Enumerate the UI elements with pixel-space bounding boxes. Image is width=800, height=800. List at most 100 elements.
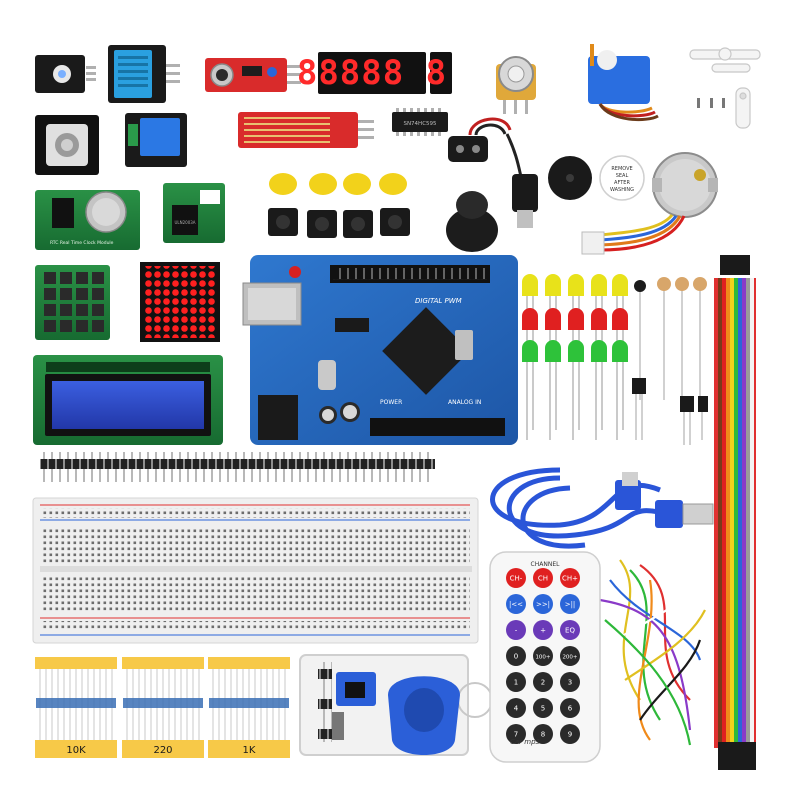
button-caps-yellow [269,173,407,195]
remote-key: |<< [506,594,526,614]
photoresistors [634,277,707,400]
remote-key: EQ [560,620,580,640]
remote-key: 6 [560,698,580,718]
remote-key-label: >>| [536,601,550,609]
remote-key-button [533,672,553,692]
led-assortment [522,274,628,440]
seg-digits: 88888 8 [297,53,447,93]
board-analog-label: ANALOG IN [448,399,481,406]
remote-key-label: - [515,627,518,635]
remote-key: 1 [506,672,526,692]
remote-key-label: CH+ [562,575,578,583]
remote-key: 8 [533,724,553,744]
remote-key: 3 [560,672,580,692]
battery-clip-cable [448,117,538,228]
remote-key-label: 2 [541,679,545,687]
rfid-key-tag [388,676,493,755]
lcd-1602-module [33,355,223,445]
driver-chip-label: ULN2003A [174,220,195,225]
res-1k-label: 1K [243,745,256,756]
remote-key-button [506,672,526,692]
remote-key-label: >|| [565,601,576,609]
remote-key-label: 9 [568,731,572,739]
usb-cable [490,467,671,549]
remote-key-label: + [540,627,546,635]
keypad-4x4-module [35,265,110,340]
remote-key-button [533,620,553,640]
remote-key-label: 5 [541,705,545,713]
dot-matrix-8x8 [140,262,220,342]
remote-key-button [560,620,580,640]
sticker-line1: REMOVE [611,166,632,172]
remote-key: CH- [506,568,526,588]
tactile-push-buttons [268,208,410,238]
remote-key-button [560,568,580,588]
rtc-label: RTC Real Time Clock Module [50,240,114,246]
usb-a-plug [655,500,714,528]
ir-receiver-transistors [632,378,708,445]
remote-key: 5 [533,698,553,718]
remote-key-label: 100+ [535,655,550,661]
rtc-module: RTC Real Time Clock Module [35,190,140,250]
joystick-module [35,115,99,175]
shift-register-chip: SN74HC595 [392,108,448,136]
remote-key: 200+ [560,646,580,666]
remote-key-button [506,724,526,744]
remote-key-button [506,698,526,718]
remote-key-button [560,646,580,666]
seven-segment-display: 88888 8 [297,52,452,94]
remote-key-button [506,594,526,614]
remote-key-button [533,724,553,744]
remote-key-button [560,672,580,692]
remote-key: 0 [506,646,526,666]
servo-motor [588,44,659,122]
remote-key: CH [533,568,553,588]
remote-key-label: EQ [565,627,575,635]
board-name: DIGITAL PWM [415,297,462,305]
remote-key-button [533,698,553,718]
remote-key-label: 4 [514,705,519,713]
shift-chip-label: SN74HC595 [403,121,437,127]
remote-keypad: CH- CH CH+ |<< >>| >|| - + EQ 0 100+ 200+ 1 2 3 4 5 6 7 8 9 [506,568,580,744]
remote-key: 7 [506,724,526,744]
servo-horns [689,47,761,129]
remote-key-label: 6 [568,705,573,713]
board-power-label: POWER [380,399,402,406]
sticker-line2: SEAL [616,173,629,179]
remote-key-button [560,594,580,614]
dht11-sensor [108,45,180,103]
remote-key: + [533,620,553,640]
joystick-cap [446,191,498,252]
remote-key: - [506,620,526,640]
remote-key-button [533,594,553,614]
uln2003-driver-board: ULN2003A [163,183,225,243]
rainbow-jumper-ribbon [714,255,756,770]
remote-key: >|| [560,594,580,614]
remote-key-button [506,646,526,666]
remote-key: 2 [533,672,553,692]
remote-key-label: CH [538,575,548,583]
sticker-line3: AFTER [614,180,630,186]
remote-key-label: 1 [514,679,518,687]
sound-sensor-module [205,58,301,92]
resistor-strips: 10K 220 1K [35,657,290,758]
remote-key: 9 [560,724,580,744]
jumper-wire-bundle [599,559,706,746]
ir-sensor-module [35,55,96,93]
remote-key-label: CH- [510,575,523,583]
pin-header-strip [40,452,435,482]
breadboard [32,497,479,644]
remote-key-button [506,568,526,588]
remote-key-label: |<< [509,601,523,609]
remote-key-button [533,568,553,588]
usb-b-plug [615,472,641,510]
remote-key-button [506,620,526,640]
remote-key-label: 7 [514,731,518,739]
relay-module [125,113,187,167]
remote-key: >>| [533,594,553,614]
res-220-label: 220 [153,745,172,756]
remote-key-button [533,646,553,666]
remove-seal-sticker: REMOVE SEAL AFTER WASHING [599,155,645,201]
